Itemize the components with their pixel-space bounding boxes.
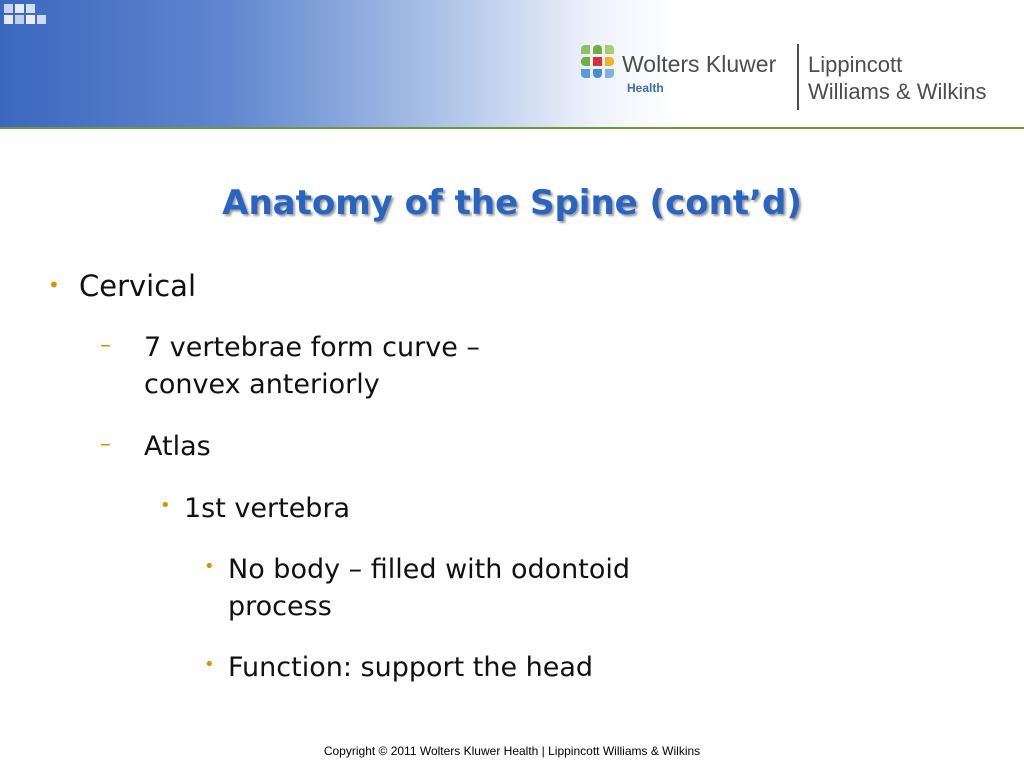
bullet-marker: • (160, 495, 171, 516)
dash-marker: – (100, 432, 111, 457)
bullet-no-body-line1: No body – filled with odontoid (228, 554, 630, 585)
brand-name: Wolters Kluwer (622, 51, 777, 77)
imprint-line-1: Lippincott (808, 52, 903, 77)
bullet-marker: • (204, 654, 215, 675)
logo-divider (797, 44, 799, 110)
wolters-kluwer-logo-icon (581, 45, 614, 78)
dash-marker: – (100, 333, 111, 358)
brand-sub: Health (627, 81, 664, 95)
bullet-vertebrae-line1: 7 vertebrae form curve – (144, 332, 480, 363)
bullet-atlas: Atlas (144, 431, 211, 462)
imprint-line-2: Williams & Wilkins (808, 79, 987, 104)
bullet-1st-vertebra: 1st vertebra (184, 493, 351, 524)
header-banner (0, 0, 1024, 127)
bullet-marker: • (204, 556, 215, 577)
bullet-marker: • (48, 273, 60, 297)
slide-title: Anatomy of the Spine (cont’d) (222, 183, 802, 223)
bullet-cervical: Cervical (79, 269, 197, 303)
bullet-no-body-line2: process (228, 591, 332, 622)
bullet-function: Function: support the head (228, 652, 594, 683)
bullet-vertebrae-line2: convex anteriorly (144, 369, 380, 400)
header-rule (0, 127, 1024, 129)
copyright-footer: Copyright © 2011 Wolters Kluwer Health |… (323, 744, 701, 758)
